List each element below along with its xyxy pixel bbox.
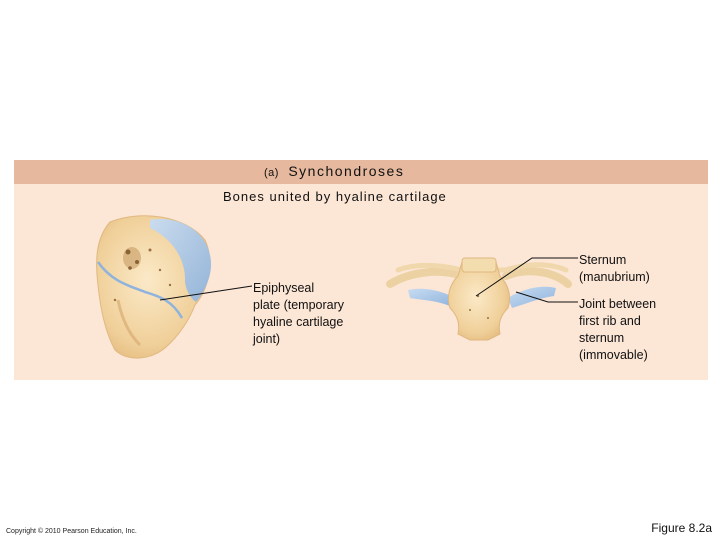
label-line: sternum (579, 331, 625, 345)
bone-pore (158, 268, 162, 272)
bone-pore (168, 283, 172, 287)
figure-number: Figure 8.2a (651, 521, 712, 535)
epiphyseal-leader-line (159, 285, 253, 301)
bone-groove (116, 299, 142, 347)
label-line: first rib and (579, 314, 641, 328)
joint-leader-line (515, 291, 578, 303)
label-line: (manubrium) (579, 270, 650, 284)
panel-heading: (a) Synchondroses (264, 163, 404, 179)
label-line: hyaline cartilage (253, 315, 344, 329)
epiphyseal-plate (96, 261, 184, 319)
bone-pore (125, 249, 131, 255)
bone-pore (113, 298, 117, 302)
header-band (14, 160, 708, 184)
label-line: joint) (253, 332, 281, 346)
label-line: Sternum (579, 253, 627, 267)
bone-foramen (123, 247, 141, 269)
left-costal-cartilage (408, 288, 455, 306)
bone-pore (469, 309, 471, 311)
humerus-cartilage-cap (150, 219, 212, 302)
left-first-rib (386, 267, 466, 288)
panel-letter: (a) (264, 167, 279, 179)
sternum-leader-line (475, 257, 578, 297)
panel-title: Synchondroses (288, 163, 405, 179)
label-line: Joint between (579, 297, 657, 311)
bone-pore (148, 248, 152, 252)
humerus-head-illustration (96, 215, 212, 359)
epiphyseal-plate-label: Epiphyseal plate (temporary hyaline cart… (253, 280, 383, 348)
label-line: (immovable) (579, 348, 648, 362)
bone-pore (135, 260, 139, 264)
sternum-label: Sternum (manubrium) (579, 252, 699, 286)
manubrium (447, 261, 511, 341)
bone-pore (128, 266, 132, 270)
panel-subtitle: Bones united by hyaline cartilage (223, 189, 447, 204)
right-first-rib (502, 267, 572, 288)
copyright-notice: Copyright © 2010 Pearson Education, Inc. (6, 528, 137, 535)
sternum-illustration (386, 257, 572, 341)
label-line: plate (temporary (253, 298, 345, 312)
manubrium-top (461, 257, 497, 273)
bone-pore (487, 317, 489, 319)
label-line: Epiphyseal (253, 281, 315, 295)
joint-label: Joint between first rib and sternum (imm… (579, 296, 699, 364)
